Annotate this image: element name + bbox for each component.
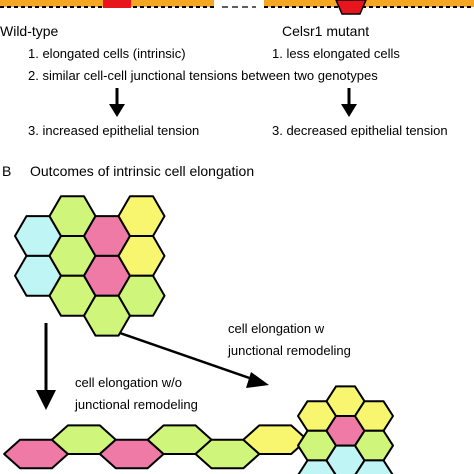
cell-original-10 <box>117 274 166 317</box>
mutant-tissue-band <box>264 0 474 7</box>
label-with-line-2: junctional remodeling <box>228 343 351 358</box>
mutant-point-3: 3. decreased epithelial tension <box>272 123 448 138</box>
wildtype-down-arrow-icon <box>109 104 125 117</box>
hex-tissues <box>3 195 394 474</box>
wildtype-point-1: 1. elongated cells (intrinsic) <box>28 46 186 61</box>
cell-remodeled-8 <box>354 459 394 474</box>
diagonal-arrow-icon <box>246 372 269 388</box>
cell-original-8 <box>117 195 166 237</box>
shared-point-2: 2. similar cell-cell junctional tensions… <box>28 68 378 83</box>
diagonal-arrow-shaft <box>96 323 256 382</box>
label-with-line-1: cell elongation w <box>228 321 325 336</box>
label-without-line-1: cell elongation w/o <box>75 375 182 390</box>
cell-original-9 <box>117 235 166 277</box>
down-arrow-icon <box>36 390 56 410</box>
wildtype-label: Wild-type <box>0 23 59 39</box>
mutant-strip <box>264 0 474 15</box>
panel-b-letter: B <box>2 163 12 179</box>
mutant-label: Celsr1 mutant <box>282 23 370 39</box>
wildtype-red-block <box>103 0 131 8</box>
mutant-down-arrow-icon <box>341 104 357 117</box>
cell-remodeled-7 <box>354 429 394 462</box>
mutant-point-1: 1. less elongated cells <box>272 46 400 61</box>
wildtype-point-3: 3. increased epithelial tension <box>28 123 200 138</box>
cell-remodeled-6 <box>354 400 394 432</box>
wildtype-strip <box>0 0 214 8</box>
label-without-line-2: junctional remodeling <box>75 397 198 412</box>
panel-b-title: Outcomes of intrinsic cell elongation <box>30 163 255 179</box>
cell-stretched-5 <box>242 424 309 455</box>
mutant-red-notch <box>335 0 367 15</box>
